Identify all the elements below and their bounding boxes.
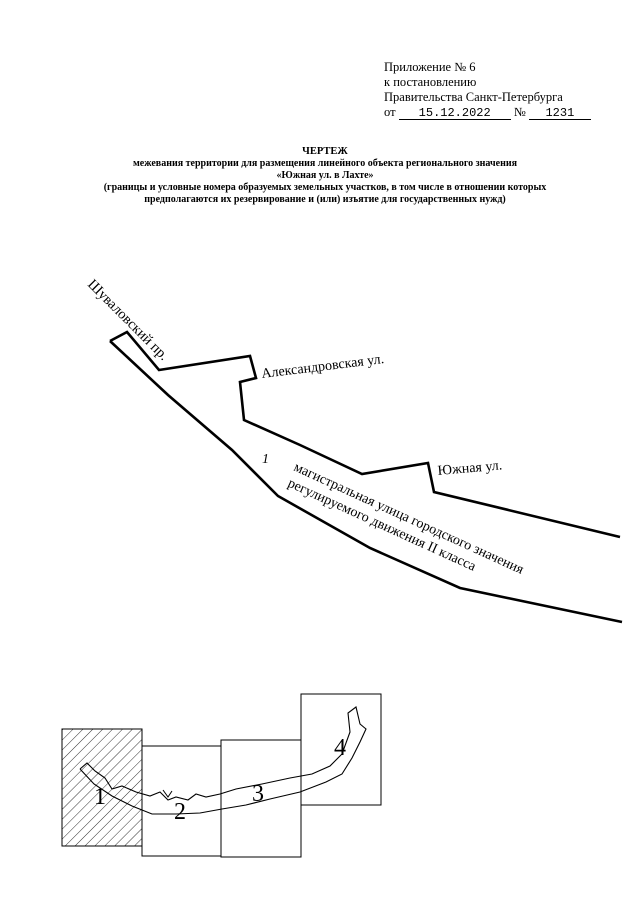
road-description-line-1: магистральная улица городского значения: [291, 460, 526, 578]
route-outline-upper: [79, 706, 367, 815]
title-heading: ЧЕРТЕЖ: [302, 146, 348, 157]
decree-number: 1231: [528, 107, 591, 120]
parcel-number: 1: [262, 452, 269, 467]
sheet-frame-4: [300, 693, 382, 806]
appendix-header: Приложение № 6 к постановлению Правитель…: [384, 60, 591, 120]
title-line-1: межевания территории для размещения лине…: [132, 158, 518, 169]
sheet-label-2: 2: [174, 799, 186, 825]
appendix-date-row: от 15.12.2022 № 1231: [384, 105, 591, 120]
sheet-label-1: 1: [94, 784, 106, 810]
title-line-4: предполагаются их резервирование и (или)…: [144, 194, 506, 205]
parcel-boundary: [109, 330, 621, 539]
number-prefix: №: [513, 105, 526, 119]
street-label-shuvalovsky: Шуваловский пр.: [84, 277, 171, 364]
appendix-title: Приложение № 6: [384, 60, 476, 74]
parcel-boundary-lower: [109, 340, 623, 624]
document-title: ЧЕРТЕЖ межевания территории для размещен…: [60, 146, 590, 206]
street-label-yuzhnaya: Южная ул.: [437, 458, 503, 479]
date-prefix: от: [384, 105, 396, 119]
road-description-line-2: регулируемого движения II класса: [285, 476, 478, 575]
appendix-line-3: Правительства Санкт-Петербурга: [384, 90, 563, 104]
decree-date: 15.12.2022: [398, 107, 511, 120]
sheet-label-3: 3: [252, 781, 264, 807]
sheet-frame-1: [61, 728, 143, 847]
appendix-line-2: к постановлению: [384, 75, 477, 89]
street-label-aleksandrovskaya: Александровская ул.: [261, 352, 385, 382]
title-line-3: (границы и условные номера образуемых зе…: [103, 182, 547, 193]
sheet-label-4: 4: [334, 735, 346, 761]
sheet-index-map: 1 2 3 4: [61, 693, 382, 858]
route-detail: [162, 789, 173, 798]
title-line-2: «Южная ул. в Лахте»: [276, 170, 374, 181]
